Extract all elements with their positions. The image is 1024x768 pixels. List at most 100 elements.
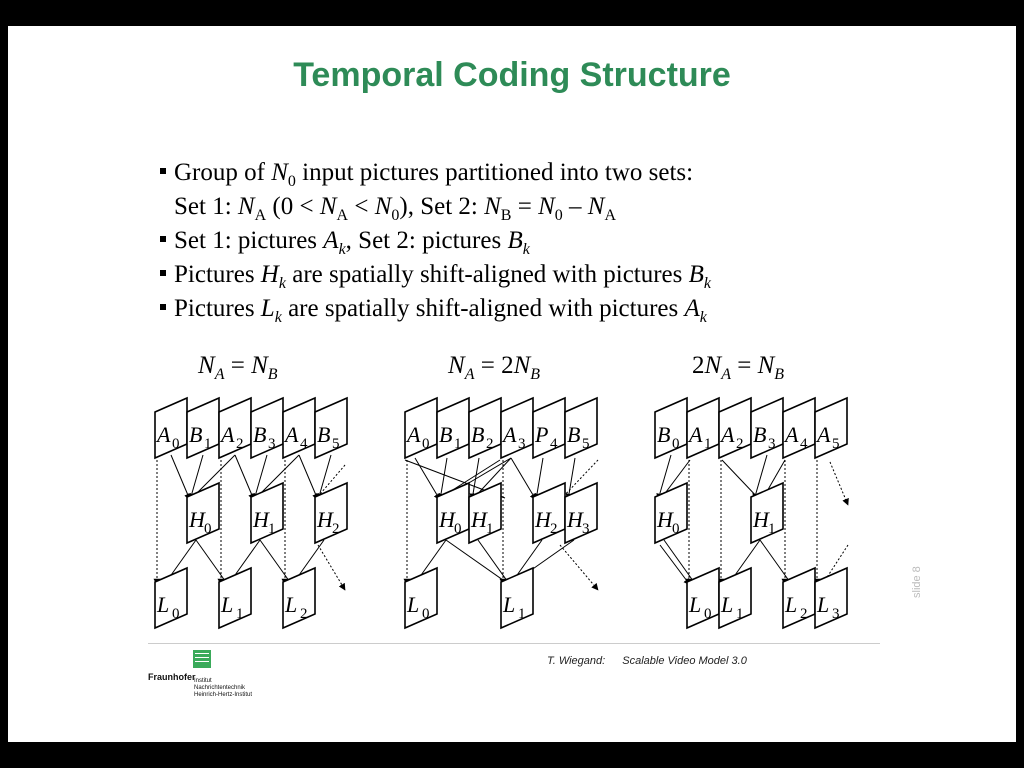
prediction-arrow (829, 461, 849, 506)
svg-text:1: 1 (236, 606, 244, 622)
prediction-arrow (559, 459, 599, 501)
svg-text:H: H (470, 507, 488, 532)
svg-text:5: 5 (832, 436, 840, 452)
prediction-arrow (477, 539, 511, 586)
svg-text:0: 0 (454, 521, 462, 537)
svg-text:L: L (816, 592, 829, 617)
svg-text:L: L (720, 592, 733, 617)
svg-text:0: 0 (672, 521, 680, 537)
prediction-arrow (759, 539, 793, 586)
svg-text:2: 2 (332, 521, 340, 537)
prediction-arrow (445, 539, 511, 586)
svg-text:4: 4 (300, 436, 308, 452)
svg-text:H: H (752, 507, 770, 532)
svg-text:B: B (657, 422, 670, 447)
prediction-arrow (752, 454, 768, 501)
svg-text:3: 3 (582, 521, 590, 537)
hhi-logo-icon (193, 650, 211, 668)
svg-text:0: 0 (672, 436, 680, 452)
svg-text:5: 5 (582, 436, 590, 452)
svg-text:L: L (156, 592, 169, 617)
svg-text:B: B (253, 422, 266, 447)
svg-text:H: H (534, 507, 552, 532)
svg-text:P: P (534, 422, 548, 447)
slide-number: slide 8 (911, 566, 923, 598)
svg-text:1: 1 (454, 436, 462, 452)
svg-text:0: 0 (422, 606, 430, 622)
svg-text:L: L (284, 592, 297, 617)
svg-text:A: A (155, 422, 171, 447)
svg-text:B: B (471, 422, 484, 447)
svg-text:A: A (501, 422, 517, 447)
svg-text:4: 4 (800, 436, 808, 452)
svg-text:B: B (439, 422, 452, 447)
svg-text:3: 3 (268, 436, 276, 452)
svg-text:2: 2 (236, 436, 244, 452)
svg-text:H: H (252, 507, 270, 532)
prediction-arrow (188, 454, 204, 501)
svg-text:H: H (188, 507, 206, 532)
svg-text:1: 1 (204, 436, 212, 452)
bullet-item: Set 1: pictures Ak, Set 2: pictures Bk (158, 224, 711, 258)
svg-text:A: A (405, 422, 421, 447)
svg-text:1: 1 (486, 521, 494, 537)
svg-text:2: 2 (550, 521, 558, 537)
svg-text:B: B (753, 422, 766, 447)
svg-text:0: 0 (422, 436, 430, 452)
svg-text:3: 3 (518, 436, 526, 452)
svg-text:0: 0 (204, 521, 212, 537)
prediction-arrow (559, 544, 599, 591)
footer-rule (148, 643, 880, 644)
prediction-arrow (195, 539, 229, 586)
svg-text:0: 0 (172, 606, 180, 622)
prediction-arrow (510, 457, 537, 501)
svg-text:L: L (502, 592, 515, 617)
bullet-item: Pictures Lk are spatially shift-aligned … (158, 292, 711, 326)
diagram-header-2: NA = 2NB (448, 352, 541, 383)
svg-text:A: A (783, 422, 799, 447)
svg-text:B: B (567, 422, 580, 447)
bullet-list: Group of N0 input pictures partitioned i… (158, 156, 711, 326)
prediction-arrow (170, 454, 191, 501)
svg-text:A: A (219, 422, 235, 447)
svg-text:2: 2 (736, 436, 744, 452)
prediction-arrow (316, 454, 332, 501)
svg-text:H: H (438, 507, 456, 532)
bullet-item: Group of N0 input pictures partitioned i… (158, 156, 711, 190)
prediction-arrow (259, 539, 293, 586)
svg-text:1: 1 (704, 436, 712, 452)
svg-text:A: A (719, 422, 735, 447)
svg-text:L: L (784, 592, 797, 617)
svg-text:3: 3 (768, 436, 776, 452)
svg-text:H: H (316, 507, 334, 532)
prediction-arrow (234, 454, 255, 501)
footer-author: T. Wiegand: (547, 655, 606, 667)
svg-text:0: 0 (172, 436, 180, 452)
